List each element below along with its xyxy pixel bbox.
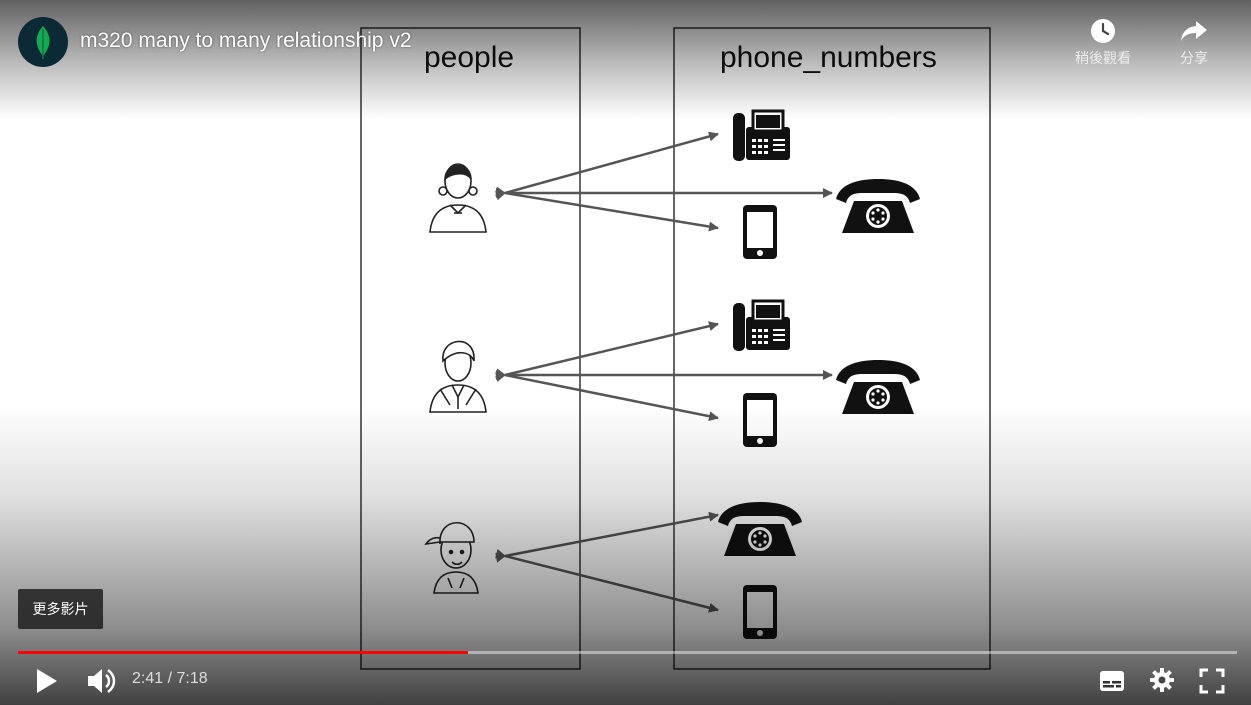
woman-icon (429, 163, 487, 233)
play-icon[interactable] (34, 667, 60, 695)
rotary-phone-icon (718, 502, 802, 556)
video-title[interactable]: m320 many to many relationship v2 (80, 29, 412, 52)
phone-numbers-column-label: phone_numbers (720, 41, 937, 74)
office-phone-icon (731, 299, 792, 353)
settings-icon[interactable] (1149, 667, 1175, 693)
share-button[interactable]: 分享 (1162, 18, 1226, 68)
watch-later-button[interactable]: 稍後觀看 (1071, 18, 1135, 68)
duration: 7:18 (176, 670, 208, 687)
subtitles-icon[interactable] (1099, 670, 1125, 692)
fullscreen-icon[interactable] (1199, 668, 1225, 694)
mongodb-leaf-icon (36, 26, 50, 59)
mobile-phone-icon (743, 585, 777, 639)
man-icon (429, 340, 487, 413)
clock-icon (1091, 19, 1115, 43)
phone-numbers-column (673, 27, 991, 670)
share-arrow-icon (1181, 21, 1207, 41)
channel-avatar[interactable] (18, 17, 68, 67)
more-videos-button[interactable]: 更多影片 (18, 589, 103, 629)
share-label: 分享 (1180, 50, 1208, 66)
boy-icon (424, 521, 479, 594)
watch-later-label: 稍後觀看 (1075, 50, 1131, 66)
current-time: 2:41 (132, 670, 164, 687)
people-column-label: people (424, 41, 515, 74)
mobile-phone-icon (743, 205, 777, 259)
office-phone-icon (731, 109, 792, 163)
progress-played (18, 651, 468, 654)
volume-icon[interactable] (86, 667, 116, 695)
time-display: 2:41 / 7:18 (132, 670, 208, 688)
rotary-phone-icon (836, 179, 920, 233)
mobile-phone-icon (743, 393, 777, 447)
time-separator: / (163, 670, 177, 687)
rotary-phone-icon (836, 360, 920, 414)
progress-bar[interactable] (18, 651, 1237, 654)
